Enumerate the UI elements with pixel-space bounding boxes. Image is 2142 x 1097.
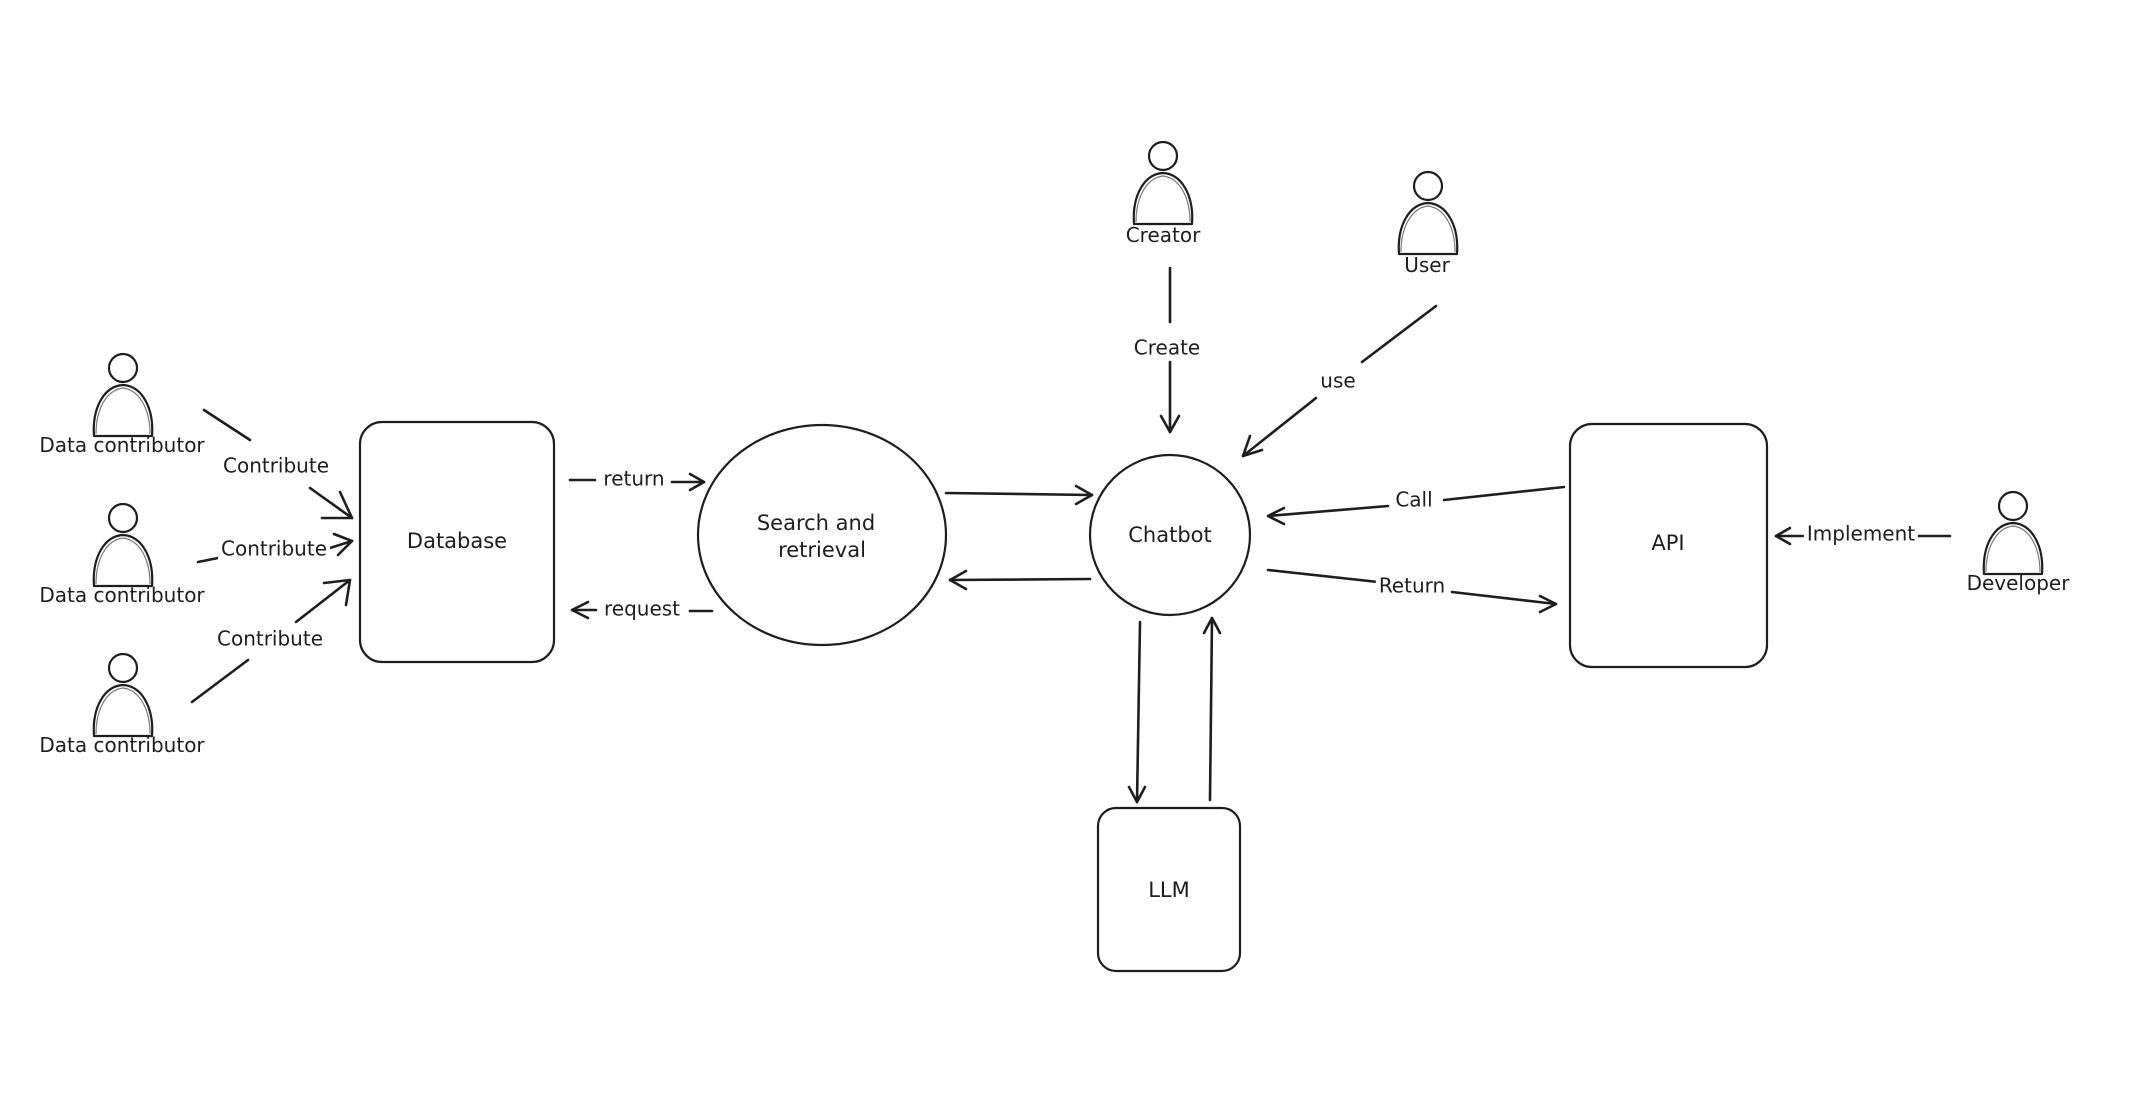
- data-contributor-2-label: Data contributor: [39, 583, 205, 607]
- edge-contribute-3: [190, 578, 352, 704]
- edge-return-db: [568, 472, 706, 492]
- api-label: API: [1651, 530, 1685, 555]
- user-icon: [1397, 170, 1459, 256]
- edge-chatbot-to-llm: [1127, 620, 1147, 804]
- data-contributor-3-icon: [92, 652, 154, 738]
- edge-label-contribute-2: Contribute: [217, 537, 331, 561]
- edge-llm-to-chatbot: [1202, 616, 1222, 802]
- search-retrieval-label-line1: Search and: [756, 510, 876, 535]
- data-contributor-3-label: Data contributor: [39, 733, 205, 757]
- edge-contribute-2: [196, 532, 354, 564]
- edge-label-contribute-1: Contribute: [219, 454, 333, 478]
- chatbot-label: Chatbot: [1128, 522, 1212, 547]
- data-contributor-1-icon: [92, 352, 154, 438]
- edge-label-call: Call: [1392, 488, 1436, 512]
- edge-return-api: [1266, 568, 1558, 614]
- edge-contribute-1: [202, 408, 354, 520]
- database-label: Database: [406, 528, 508, 553]
- api-node: [1568, 422, 1769, 669]
- search-retrieval-node: [696, 423, 948, 647]
- edge-call: [1266, 485, 1566, 526]
- edge-search-to-chatbot: [944, 484, 1094, 506]
- search-retrieval-label-line2: retrieval: [778, 537, 866, 562]
- data-contributor-2-icon: [92, 502, 154, 588]
- edge-request-db: [570, 600, 714, 620]
- database-node: [358, 420, 556, 664]
- creator-label: Creator: [1125, 223, 1201, 247]
- edge-label-request-db: request: [600, 597, 684, 621]
- edge-label-return-db: return: [600, 467, 668, 491]
- developer-label: Developer: [1966, 571, 2070, 595]
- chatbot-node: [1088, 453, 1252, 617]
- edge-label-use: use: [1317, 369, 1359, 393]
- data-contributor-1-label: Data contributor: [39, 433, 205, 457]
- edge-use: [1241, 304, 1438, 458]
- llm-label: LLM: [1148, 877, 1190, 902]
- user-label: User: [1404, 253, 1450, 277]
- edge-chatbot-to-search: [948, 569, 1092, 591]
- edge-label-return-api: Return: [1375, 574, 1449, 598]
- edge-label-create: Create: [1130, 336, 1204, 360]
- creator-icon: [1132, 140, 1194, 226]
- edge-label-contribute-3: Contribute: [213, 627, 327, 651]
- edge-label-implement: Implement: [1803, 522, 1919, 546]
- developer-icon: [1982, 490, 2044, 576]
- edge-create: [1159, 266, 1181, 434]
- llm-node: [1096, 806, 1242, 973]
